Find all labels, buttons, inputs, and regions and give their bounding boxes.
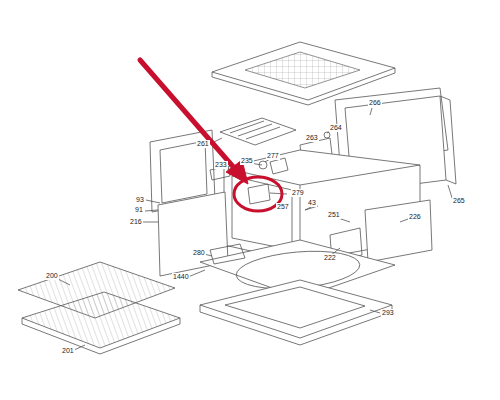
callout-number: 266 [368,99,382,107]
callout-number: 277 [266,152,280,160]
callout-number: 265 [452,197,466,205]
callout-number: 264 [329,124,343,132]
callout-number: 261 [196,140,210,148]
callout-number: 91 [134,206,144,214]
callout-number: 200 [45,272,59,280]
callout-number: 1440 [172,273,190,281]
callout-number: 280 [192,249,206,257]
callout-number: 93 [135,196,145,204]
callout-number: 201 [61,347,75,355]
callout-number: 233 [214,161,228,169]
callout-number: 226 [408,213,422,221]
callout-number: 279 [291,189,305,197]
callout-number: 251 [327,211,341,219]
callout-number: 257 [276,203,290,211]
callout-number: 293 [381,309,395,317]
callout-number: 263 [305,134,319,142]
callout-number: 235 [240,157,254,165]
callout-number: 216 [129,218,143,226]
callout-number: 43 [307,199,317,207]
callout-number: 222 [323,254,337,262]
